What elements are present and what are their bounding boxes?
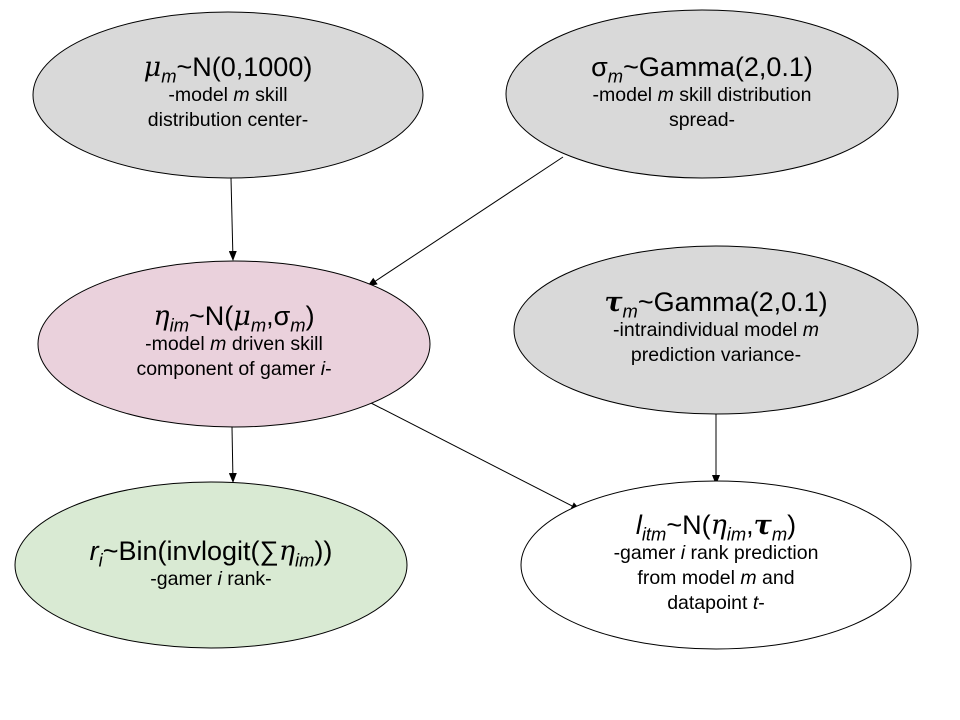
formula-text: )) — [314, 536, 333, 566]
desc-text: and — [756, 567, 795, 589]
desc-var: m — [233, 84, 250, 107]
desc-var: m — [740, 567, 757, 589]
node-eta-ellipse — [37, 260, 431, 428]
tau-subscript: m — [771, 523, 788, 545]
mu-symbol: μ — [143, 52, 162, 83]
desc-var: i — [217, 568, 222, 591]
node-sigma-formula: σm~Gamma(2,0.1) — [512, 52, 892, 87]
formula-text: ) — [787, 510, 797, 540]
node-l-ellipse — [520, 480, 912, 650]
desc-text: -model — [592, 84, 658, 107]
formula-text: ,σ — [266, 301, 291, 331]
node-tau-description: -intraindividual model m prediction vari… — [526, 318, 906, 368]
node-l-description: -gamer i rank prediction from model m an… — [526, 541, 906, 616]
edge-mu-to-eta — [228, 177, 237, 261]
r-symbol: r — [89, 536, 99, 566]
desc-var: m — [802, 319, 819, 342]
l-symbol: l — [635, 510, 642, 540]
desc-text: -gamer — [613, 542, 681, 565]
desc-text: rank prediction — [685, 542, 819, 565]
node-l-formula: litm~N(ηim,τm) — [526, 510, 906, 545]
eta-symbol: η — [153, 301, 170, 332]
desc-text: -gamer — [150, 568, 218, 591]
desc-var: m — [210, 333, 227, 356]
eta-subscript: im — [295, 549, 315, 571]
formula-text: ~N( — [666, 510, 711, 540]
tau-symbol: τ — [604, 287, 623, 318]
desc-var: t — [752, 591, 759, 614]
node-mu-ellipse — [32, 11, 424, 179]
node-tau: τm~Gamma(2,0.1) -intraindividual model m… — [526, 287, 906, 368]
mu-distribution: ~N(0,1000) — [176, 52, 313, 82]
sigma-subscript: m — [290, 314, 306, 336]
node-mu: μm~N(0,1000) -model m skill distribution… — [48, 52, 408, 133]
mu-symbol: μ — [233, 301, 251, 332]
node-eta-formula: ηim~N(μm,σm) — [54, 301, 414, 336]
node-sigma-description: -model m skill distribution spread- — [512, 83, 892, 133]
desc-text: spread- — [668, 109, 736, 131]
node-tau-ellipse — [513, 245, 919, 415]
desc-text: driven skill — [226, 333, 323, 356]
desc-var: i — [320, 358, 326, 380]
node-mu-formula: μm~N(0,1000) — [48, 52, 408, 87]
sigma-subscript: m — [607, 65, 624, 87]
r-subscript: i — [98, 549, 103, 571]
eta-symbol: η — [278, 536, 295, 567]
edge-eta-to-l — [370, 402, 581, 511]
desc-text: -model — [168, 84, 234, 107]
desc-text: distribution center- — [147, 109, 309, 131]
eta-subscript: im — [169, 314, 189, 336]
desc-text: prediction variance- — [630, 344, 802, 366]
edge-sigma-to-eta — [367, 156, 564, 287]
tau-symbol: τ — [753, 510, 772, 541]
node-tau-formula: τm~Gamma(2,0.1) — [526, 287, 906, 322]
desc-text: component of gamer — [136, 358, 321, 380]
mu-subscript: m — [250, 314, 267, 336]
tau-subscript: m — [622, 300, 638, 322]
desc-text: skill — [249, 84, 288, 107]
sigma-distribution: ~Gamma(2,0.1) — [623, 52, 813, 82]
desc-var: m — [657, 84, 674, 107]
formula-text: ~Bin(invlogit(∑ — [102, 536, 279, 566]
node-eta-description: -model m driven skill component of gamer… — [54, 332, 414, 382]
desc-text: datapoint — [667, 591, 753, 614]
l-subscript: itm — [641, 523, 667, 545]
node-sigma-ellipse — [505, 9, 899, 179]
node-sigma: σm~Gamma(2,0.1) -model m skill distribut… — [512, 52, 892, 133]
tau-distribution: ~Gamma(2,0.1) — [637, 287, 828, 317]
node-r-ellipse — [14, 481, 408, 649]
desc-text: from model — [637, 567, 741, 589]
node-l: litm~N(ηim,τm) -gamer i rank prediction … — [526, 510, 906, 616]
desc-text: skill distribution — [673, 84, 812, 107]
desc-text: -model — [145, 333, 211, 356]
formula-text: ~N( — [188, 301, 234, 331]
eta-symbol: η — [710, 510, 727, 541]
formula-text: ) — [305, 301, 315, 331]
eta-subscript: im — [726, 523, 747, 545]
node-mu-description: -model m skill distribution center- — [48, 83, 408, 133]
desc-text: rank- — [221, 568, 272, 591]
node-r: ri~Bin(invlogit(∑ηim)) -gamer i rank- — [11, 536, 411, 592]
desc-text: -intraindividual model — [613, 319, 803, 342]
node-r-description: -gamer i rank- — [11, 567, 411, 592]
edge-eta-to-r — [228, 426, 237, 483]
formula-text: , — [746, 510, 754, 540]
node-eta: ηim~N(μm,σm) -model m driven skill compo… — [54, 301, 414, 382]
desc-text: - — [758, 591, 765, 614]
desc-var: i — [680, 542, 686, 565]
mu-subscript: m — [161, 65, 177, 87]
desc-text: - — [325, 358, 332, 380]
sigma-symbol: σ — [591, 52, 608, 82]
node-r-formula: ri~Bin(invlogit(∑ηim)) — [11, 536, 411, 571]
